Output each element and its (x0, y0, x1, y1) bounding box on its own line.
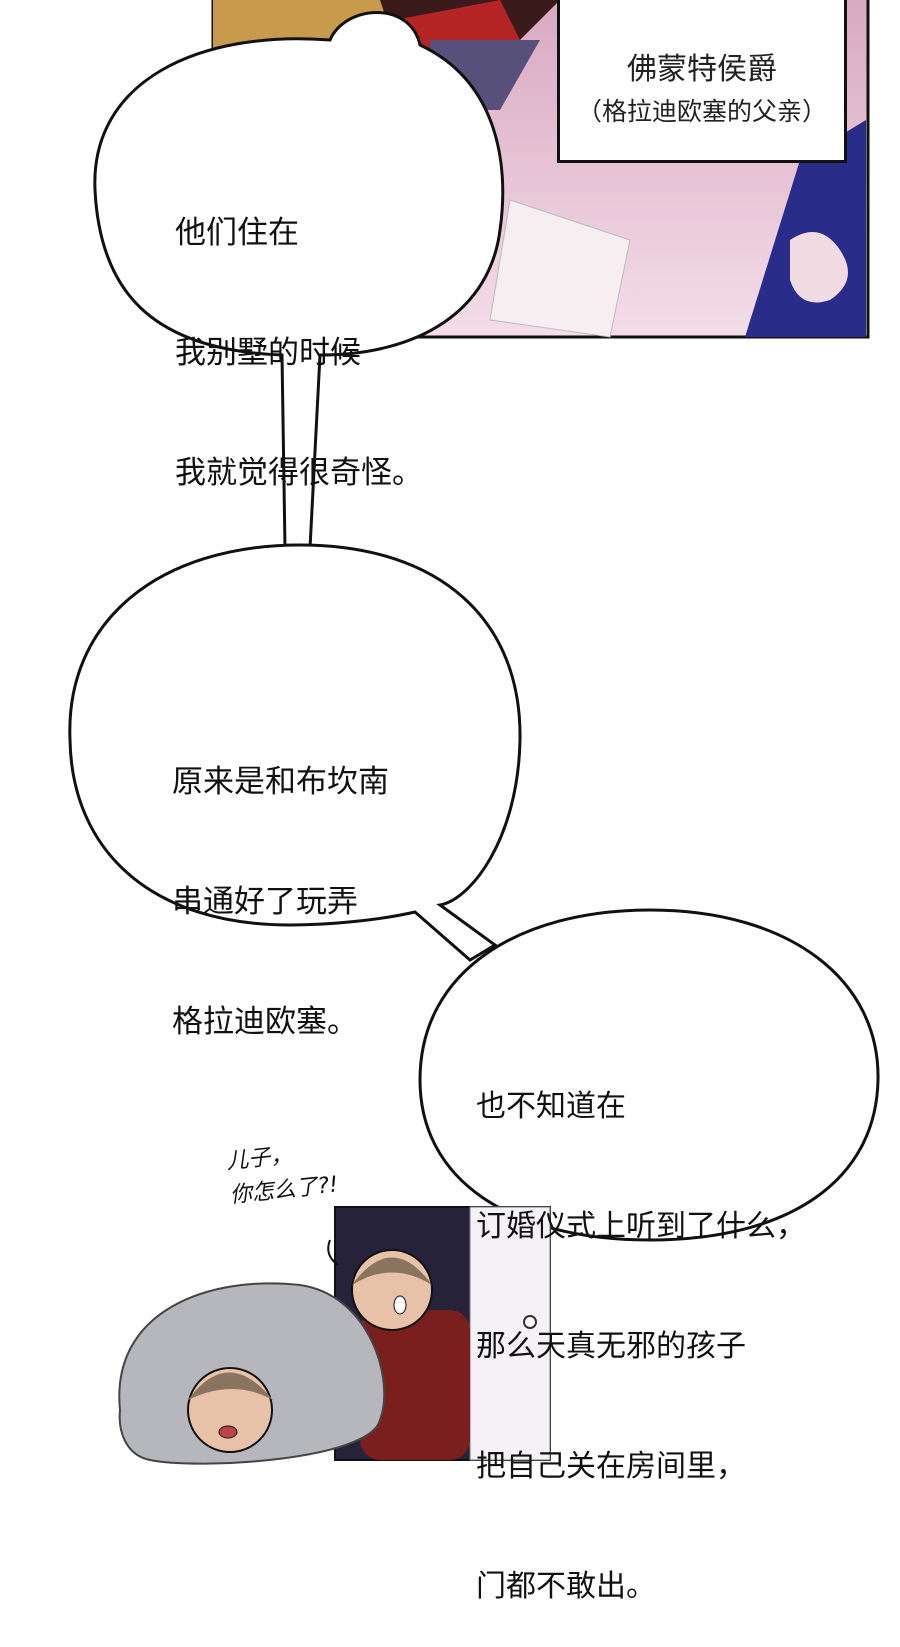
caption-character-name: 佛蒙特侯爵 (627, 52, 777, 87)
speech-bubble-2 (68, 543, 522, 962)
chibi-illustration (118, 1206, 551, 1465)
bubble-line: 订婚仪式上听到了什么， (476, 1209, 806, 1244)
bubble-line: 我别墅的时候 (175, 335, 361, 371)
bubble-line: 把自己关在房间里， (476, 1449, 746, 1484)
bubble-line: 也不知道在 (476, 1089, 626, 1124)
speech-bubble-1 (93, 11, 505, 550)
bubble-line: 我就觉得很奇怪。 (175, 455, 423, 491)
bubble-line: 门都不敢出。 (476, 1569, 656, 1604)
bubble-line: 他们住在 (175, 215, 299, 251)
comic-artwork (68, 0, 880, 1465)
bubble-1-text: 他们住在 我别墅的时候 我就觉得很奇怪。 (175, 133, 423, 533)
bubble-2-text: 原来是和布坎南 串通好了玩弄 格拉迪欧塞。 (172, 682, 389, 1082)
bubble-line: 格拉迪欧塞。 (172, 1004, 358, 1040)
bubble-line: 串通好了玩弄 (172, 884, 358, 920)
handwritten-sfx: 儿子， 你怎么了?! (225, 1135, 340, 1214)
caption-box: 佛蒙特侯爵 （格拉迪欧塞的父亲） (557, 0, 847, 163)
bubble-3-text: 也不知道在 订婚仪式上听到了什么， 那么天真无邪的孩子 把自己关在房间里， 门都… (476, 1007, 806, 1647)
bubble-line: 那么天真无邪的孩子 (476, 1329, 746, 1364)
caption-character-note: （格拉迪欧塞的父亲） (576, 97, 827, 126)
bubble-line: 原来是和布坎南 (172, 764, 389, 800)
